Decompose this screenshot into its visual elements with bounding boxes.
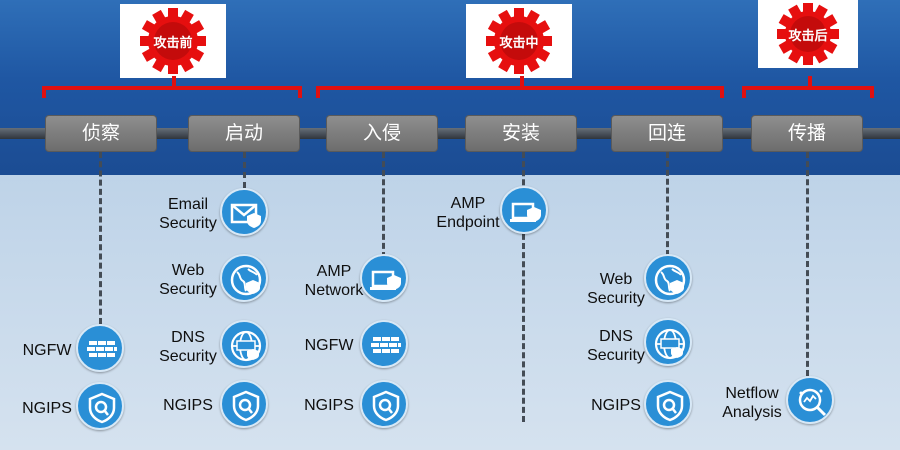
tool-label: AMP Endpoint [436,195,500,231]
phase-label-after: 攻击后 [788,28,828,43]
tool-label: AMP Network [304,263,364,299]
tool-label: DNS Security [159,329,217,365]
stage-launch[interactable]: 启动 [188,115,300,152]
netflow-magnifier-icon [786,376,834,424]
tool-launch-email[interactable]: Email Security [150,188,270,238]
tool-spread-netflow[interactable]: Netflow Analysis [714,376,844,426]
stage-callback[interactable]: 回连 [611,115,723,152]
tool-recon-ngips[interactable]: NGIPS [14,382,134,432]
tool-label: NGIPS [304,397,354,414]
tool-label: Web Security [159,262,217,298]
ips-shield-icon [220,380,268,428]
stage-recon[interactable]: 侦察 [45,115,157,152]
timeline-rail [0,128,900,139]
tool-install-amp[interactable]: AMP Endpoint [428,186,558,236]
stage-spread[interactable]: 传播 [751,115,863,152]
gear-icon [777,3,839,65]
tool-label: Web Security [587,271,645,307]
tool-intrude-amp[interactable]: AMP Network [296,254,416,304]
tool-label: DNS Security [587,328,645,364]
tool-label: NGIPS [591,397,641,414]
tool-intrude-ngfw[interactable]: NGFW [296,320,416,370]
bracket-tick [808,76,812,88]
tool-launch-dns[interactable]: DNS Security [150,320,270,370]
ips-shield-icon [644,380,692,428]
phase-badge-after: 攻击后 [758,0,858,68]
connector-callback [666,152,669,256]
tool-launch-ngips[interactable]: NGIPS [150,380,270,430]
phase-bracket-during [316,76,724,98]
tool-launch-web[interactable]: Web Security [150,254,270,304]
tool-intrude-ngips[interactable]: NGIPS [296,380,416,430]
ips-shield-icon [76,382,124,430]
gear-icon [140,8,206,74]
tool-callback-web[interactable]: Web Security [576,254,706,307]
tool-label: NGFW [22,342,72,359]
tool-label: Netflow Analysis [722,385,782,421]
tool-recon-ngfw[interactable]: NGFW [14,324,134,374]
globe-shield-icon [644,254,692,302]
bracket-tick [520,76,524,88]
tool-label: NGFW [304,337,354,354]
dns-globe-icon [644,318,692,366]
connector-intrude [382,152,385,258]
phase-badge-before: 攻击前 [120,4,226,78]
phase-bracket-before [42,76,302,98]
gear-icon [486,8,552,74]
laptop-shield-icon [500,186,548,234]
tool-callback-ngips[interactable]: NGIPS [576,380,706,430]
ips-shield-icon [360,380,408,428]
stage-intrude[interactable]: 入侵 [326,115,438,152]
firewall-icon [360,320,408,368]
firewall-icon [76,324,124,372]
tool-label: NGIPS [163,397,213,414]
phase-bracket-after [742,76,874,98]
phase-label-during: 攻击中 [499,35,539,50]
phase-label-before: 攻击前 [153,35,193,50]
connector-spread [806,152,809,376]
dns-globe-icon [220,320,268,368]
phase-badge-during: 攻击中 [466,4,572,78]
envelope-shield-icon [220,188,268,236]
tool-callback-dns[interactable]: DNS Security [576,318,706,368]
connector-launch [243,152,246,188]
bracket-tick [172,76,176,88]
connector-install [522,152,525,422]
tools-panel [0,175,900,450]
stage-install[interactable]: 安装 [465,115,577,152]
globe-shield-icon [220,254,268,302]
connector-recon [99,152,102,324]
tool-label: NGIPS [22,400,72,417]
laptop-shield-icon [360,254,408,302]
tool-label: Email Security [159,196,217,232]
